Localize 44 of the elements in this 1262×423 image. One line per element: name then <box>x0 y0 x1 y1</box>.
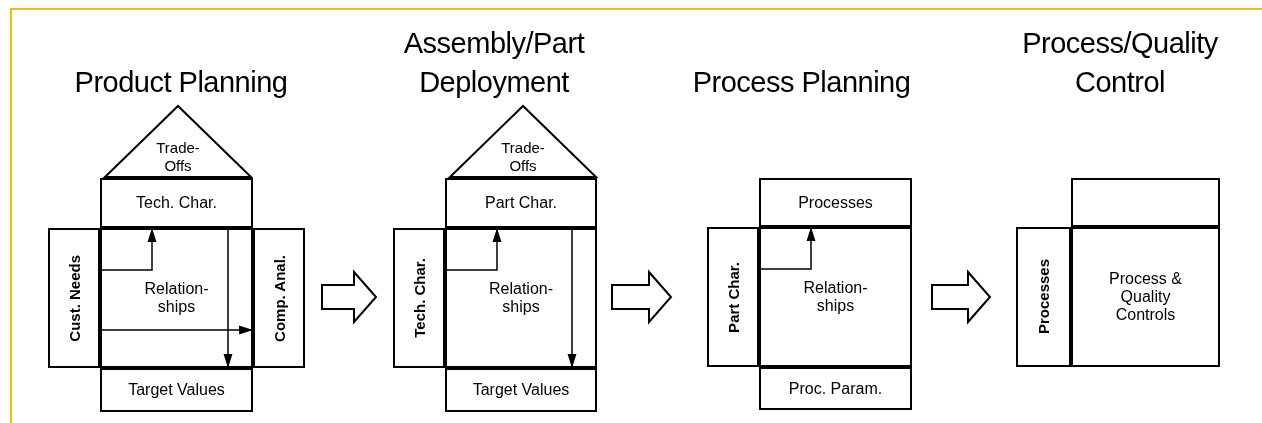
matrix-cell <box>707 227 759 367</box>
matrix-cell <box>1071 227 1220 367</box>
phase-title: Product Planning <box>74 65 288 100</box>
arrow <box>99 325 254 335</box>
matrix-cell <box>445 368 597 412</box>
matrix-cell <box>100 228 253 368</box>
cell-label: Trade-Offs <box>155 139 201 175</box>
phase-title: Process/Quality Control <box>1021 26 1219 100</box>
cell-label: Trade-Offs <box>500 139 546 175</box>
roof-triangle <box>104 105 252 178</box>
cell-label: Processes <box>798 193 873 212</box>
phase-title: Process Planning <box>692 65 911 100</box>
matrix-cell <box>100 368 253 412</box>
roof-triangle <box>449 105 597 178</box>
matrix-cell <box>100 178 253 228</box>
cell-label: Target Values <box>128 381 225 399</box>
block-arrow <box>611 269 673 325</box>
cell-label: Part Char. <box>485 194 557 212</box>
matrix-cell <box>1071 178 1220 227</box>
cell-label: Cust. Needs <box>65 254 83 342</box>
cell-label: Processes <box>1035 259 1052 335</box>
matrix-cell <box>1016 227 1071 367</box>
block-arrow <box>321 269 378 325</box>
phase-title: Assembly/Part Deployment <box>402 26 586 100</box>
matrix-cell <box>48 228 100 368</box>
matrix-cell <box>759 367 912 410</box>
matrix-cell <box>759 227 912 367</box>
matrix-cell <box>759 178 912 227</box>
arrow <box>567 227 577 369</box>
arrow <box>223 227 233 369</box>
cell-label: Part Char. <box>724 261 742 333</box>
matrix-cell <box>445 228 597 368</box>
block-arrow <box>931 269 992 325</box>
cell-label: Tech. Char. <box>410 258 428 338</box>
matrix-cell <box>253 228 305 368</box>
cell-label: Target Values <box>472 381 570 399</box>
cell-label: Comp. Anal. <box>270 254 288 342</box>
arrow <box>444 227 502 271</box>
matrix-cell <box>393 228 445 368</box>
arrow <box>758 226 816 270</box>
matrix-cell <box>445 178 597 228</box>
cell-label: Tech. Char. <box>136 194 217 212</box>
arrow <box>99 227 157 271</box>
cell-label: Proc. Param. <box>788 379 883 398</box>
